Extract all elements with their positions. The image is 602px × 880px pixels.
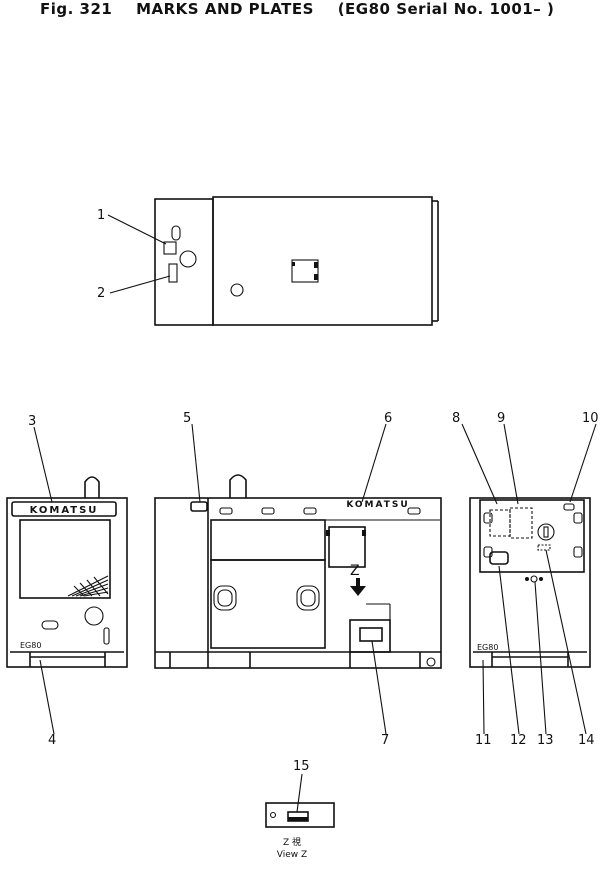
rear-view-body	[469, 497, 591, 668]
plate-5	[190, 501, 208, 512]
top-view-left-section	[154, 198, 214, 326]
callout-3: 3	[28, 414, 36, 429]
figure-heading: MARKS AND PLATES	[136, 0, 314, 18]
view-z-detail: 15 Z 視 View Z	[265, 759, 335, 860]
plate-8	[489, 509, 511, 537]
plate-10	[563, 503, 575, 511]
top-small-cap	[230, 283, 244, 297]
callout-14: 14	[578, 733, 595, 748]
rear-view: EG80 8 9 10 11 12 13 14	[452, 411, 599, 748]
front-cap	[84, 606, 104, 626]
callout-12: 12	[510, 733, 527, 748]
callout-7: 7	[381, 733, 389, 748]
front-grille-window	[19, 519, 111, 599]
callout-13: 13	[537, 733, 554, 748]
callout-15: 15	[293, 759, 310, 774]
callout-10: 10	[582, 411, 599, 426]
callout-8: 8	[452, 411, 460, 426]
callout-4: 4	[48, 733, 56, 748]
plate-14	[537, 544, 551, 551]
rear-cap	[537, 523, 555, 541]
figure-model-range: (EG80 Serial No. 1001– )	[337, 0, 555, 18]
front-view-body	[6, 497, 128, 668]
side-handle-right	[296, 585, 320, 611]
view-z-caption-jp: Z 視	[283, 836, 301, 848]
front-model-text: EG80	[20, 641, 41, 650]
side-lifting-eye	[229, 474, 247, 498]
side-view: KOMATSU Z 5 6 7	[154, 411, 442, 748]
callout-9: 9	[497, 411, 505, 426]
top-fuel-cap	[179, 250, 197, 268]
plate-12	[489, 551, 509, 565]
side-handle-left	[213, 585, 237, 611]
figure-title: Fig. 321 MARKS AND PLATES (EG80 Serial N…	[40, 0, 580, 24]
side-door	[210, 559, 326, 649]
front-lifting-eye	[84, 476, 100, 498]
view-z-arrow	[350, 586, 366, 596]
front-view: KOMATSU EG80 3 4	[6, 414, 128, 748]
figure-number: Fig. 321	[40, 0, 113, 18]
top-oval-slot	[171, 225, 181, 241]
callout-6: 6	[384, 411, 392, 426]
plate-7	[359, 627, 383, 642]
top-hatch	[291, 259, 319, 283]
front-grille-hatching	[67, 575, 109, 597]
rear-panel	[479, 499, 585, 573]
side-view-body	[154, 497, 442, 669]
view-z-panel	[265, 802, 335, 828]
callout-1: 1	[97, 208, 105, 223]
view-z-marker: Z	[350, 563, 360, 579]
view-z-caption: View Z	[277, 850, 307, 860]
plate-2	[168, 263, 178, 283]
top-view-main-body	[212, 196, 433, 326]
side-brand-text: KOMATSU	[346, 500, 409, 510]
callout-2: 2	[97, 286, 105, 301]
front-handle	[103, 627, 110, 645]
rear-model-text: EG80	[477, 643, 498, 652]
top-view: 1 2	[97, 196, 439, 326]
front-brand-text: KOMATSU	[30, 505, 99, 516]
side-control-box	[328, 526, 366, 568]
plate-13	[525, 575, 543, 583]
front-oval-slot	[41, 620, 59, 630]
plate-1	[163, 241, 177, 255]
plate-3-brand	[11, 501, 117, 517]
plate-9	[509, 507, 533, 539]
callout-5: 5	[183, 411, 191, 426]
callout-11: 11	[475, 733, 492, 748]
